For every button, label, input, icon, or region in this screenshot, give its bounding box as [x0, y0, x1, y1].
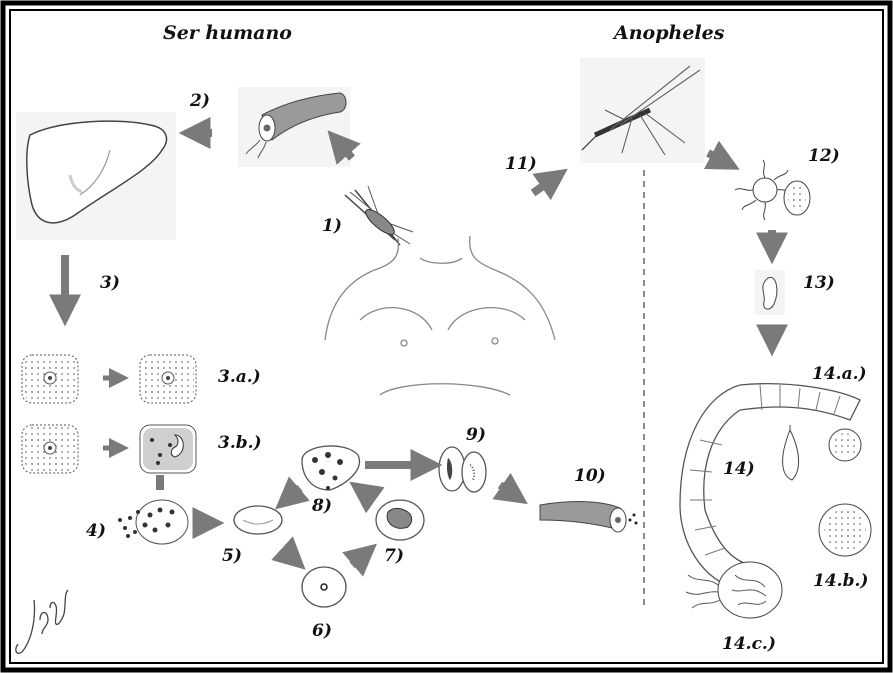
step-label-3a: 3.a.) [218, 369, 261, 386]
step-label-2: 2) [190, 93, 210, 110]
step-label-5: 5) [222, 548, 242, 565]
merozoite-release [118, 500, 188, 544]
blood-vessel-10 [540, 502, 638, 532]
header-mosquito-host: Anopheles [614, 24, 724, 43]
trophozoite-7 [376, 500, 424, 540]
oocyst-14b [819, 504, 871, 556]
hepatocyte-3a-before [22, 355, 78, 403]
step-label-3: 3) [100, 275, 120, 292]
schizont-8 [302, 446, 359, 490]
oocyst-14a [829, 429, 861, 461]
mosquito-biting-icon [345, 186, 413, 245]
step-label-10: 10) [574, 468, 606, 485]
step-label-1: 1) [322, 218, 342, 235]
arrow-9-to-10 [500, 485, 516, 496]
gametes-12 [735, 160, 810, 220]
step-label-11: 11) [505, 156, 537, 173]
step-label-3b: 3.b.) [218, 435, 262, 452]
hepatocyte-3a-after [140, 355, 196, 403]
liver-illustration [16, 112, 176, 240]
red-blood-cell-ring-6 [302, 567, 346, 607]
step-label-12: 12) [808, 148, 840, 165]
hepatocyte-3b-before [22, 425, 78, 473]
arrow-6-to-7 [352, 553, 366, 565]
step-label-14a: 14.a.) [812, 366, 867, 383]
arrow-5-to-6 [283, 549, 295, 560]
human-torso-illustration [325, 236, 555, 395]
arrow-11-to-mosquito [533, 177, 556, 193]
step-label-4: 4) [86, 523, 106, 540]
arrow-mosquito-to-12 [708, 153, 727, 163]
step-label-14b: 14.b.) [813, 573, 868, 590]
step-label-14: 14) [723, 461, 755, 478]
hepatocyte-3b-schizont [140, 425, 196, 473]
header-human-host: Ser humano [163, 24, 292, 43]
step-label-14c: 14.c.) [722, 636, 776, 653]
ookinete-13 [755, 270, 785, 315]
oocyst-rupturing-14c [686, 562, 782, 618]
arrow-8-to-5 [286, 488, 300, 500]
step-label-7: 7) [384, 548, 404, 565]
red-blood-cell-5 [234, 506, 282, 534]
gametocytes-9 [439, 447, 486, 492]
step-label-6: 6) [312, 623, 332, 640]
blood-vessel-sporozoite [238, 87, 350, 167]
anopheles-mosquito-illustration [580, 58, 705, 163]
step-label-8: 8) [312, 498, 332, 515]
step-label-13: 13) [803, 275, 835, 292]
step-label-9: 9) [466, 427, 486, 444]
mosquito-midgut-wall-14 [680, 384, 860, 590]
arrow-7-to-8 [361, 490, 375, 500]
author-signature [16, 590, 68, 653]
